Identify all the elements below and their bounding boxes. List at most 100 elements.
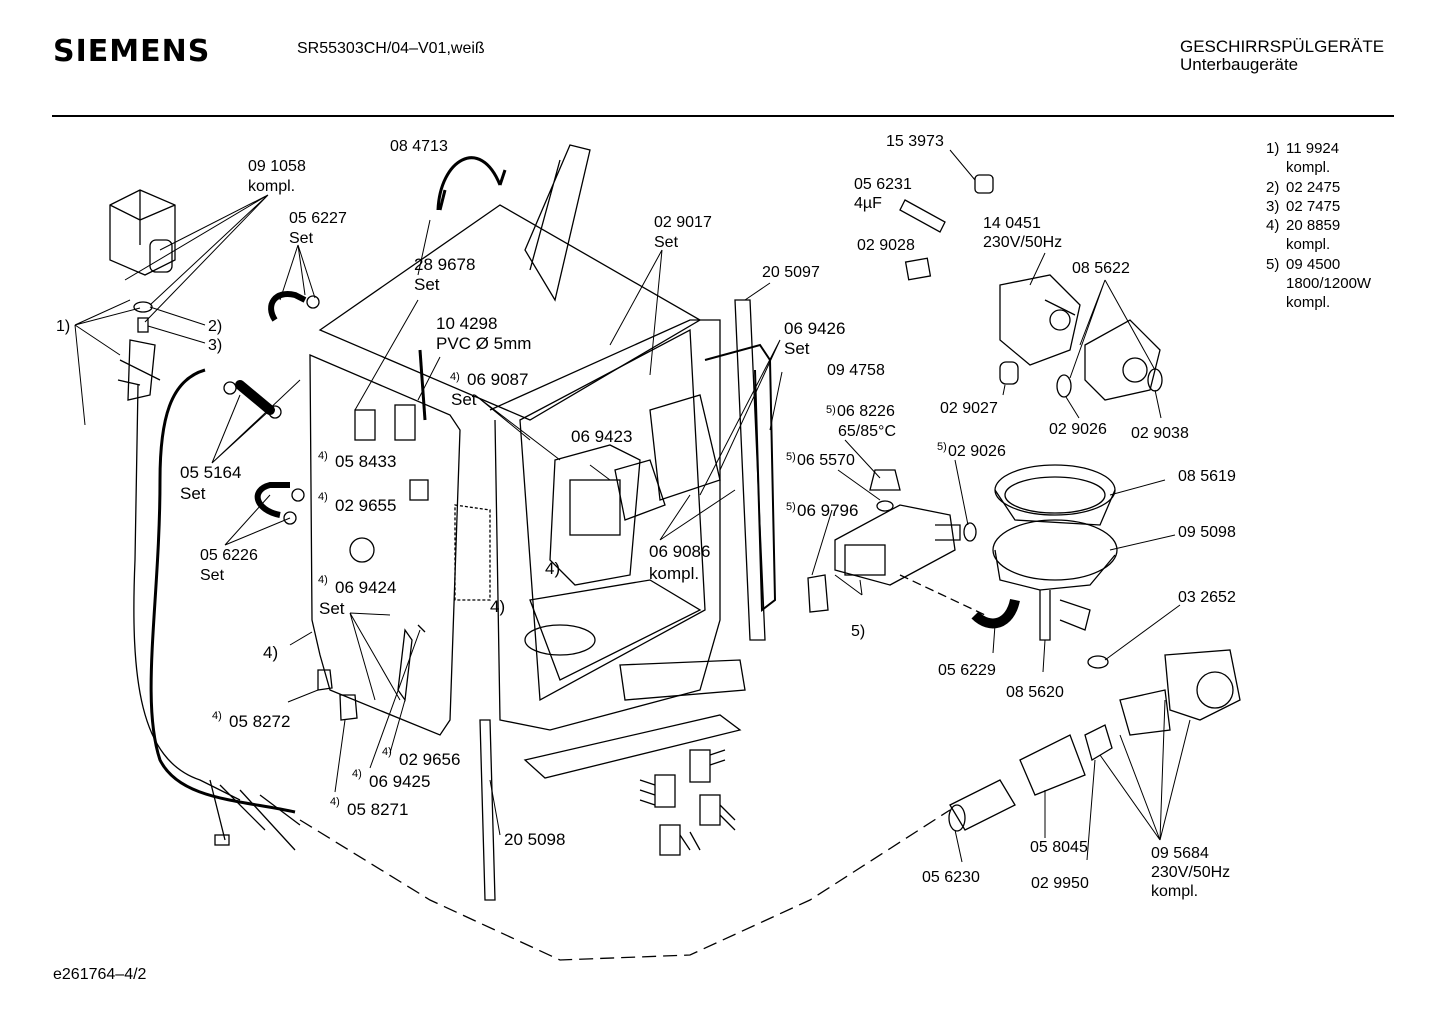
dispenser-frame	[549, 444, 641, 586]
label-069423: 06 9423	[571, 427, 632, 446]
sump-pipes	[1039, 590, 1091, 641]
tub-inner	[519, 328, 706, 702]
filter-085619-inner	[1004, 476, 1106, 514]
connector-dashed	[899, 574, 986, 616]
seal-029026b	[963, 522, 977, 542]
door-panel	[309, 354, 461, 736]
door-hole	[349, 537, 375, 563]
label-032652: 03 2652	[1178, 589, 1236, 606]
aquastop-box	[109, 189, 176, 276]
label-056229: 05 6229	[938, 662, 996, 679]
elbow-056227	[268, 291, 307, 322]
aquastop-valve	[149, 239, 173, 273]
label-029028: 02 9028	[857, 237, 915, 254]
pump-outlet	[1122, 357, 1148, 383]
inlet-valve-coil	[1196, 671, 1234, 709]
label-056231: 05 6231	[854, 176, 912, 193]
label-104298-note: PVC Ø 5mm	[436, 334, 531, 353]
label-029026a: 02 9026	[1049, 421, 1107, 438]
leader-lines	[74, 149, 1191, 863]
heater-block	[834, 504, 956, 586]
dispenser-window	[569, 479, 621, 536]
label-069086-note: kompl.	[649, 564, 699, 583]
filter-085619-body	[994, 489, 1116, 526]
label-056227: 05 6227	[289, 210, 347, 227]
tub-sump	[524, 624, 596, 656]
document-id: e261764–4/2	[53, 966, 147, 983]
label-085619: 08 5619	[1178, 468, 1236, 485]
label-095684-volt: 230V/50Hz	[1151, 864, 1230, 881]
label-069426-note: Set	[784, 339, 810, 358]
category-line-1: GESCHIRRSPÜLGERÄTE	[1180, 37, 1385, 56]
inlet-hose	[149, 368, 296, 814]
label-153973: 15 3973	[886, 133, 944, 150]
door-switch-left	[317, 669, 333, 691]
label-056226: 05 6226	[200, 547, 258, 564]
washer-3	[137, 317, 149, 333]
label-094758: 09 4758	[827, 362, 885, 379]
capacitor-056231	[899, 199, 946, 233]
callout-4c: 4)	[490, 597, 505, 616]
clip-055164a	[223, 381, 237, 395]
switch-069796	[807, 574, 829, 613]
label-068226-note: 5)	[826, 404, 836, 416]
elbow-056226	[254, 482, 290, 518]
legend-item: 2)02 2475	[1266, 178, 1371, 197]
bottom-rail-205098	[479, 719, 496, 901]
seal-065570	[876, 500, 894, 512]
label-069086: 06 9086	[649, 542, 710, 561]
clip-056226b	[283, 511, 297, 525]
base-plate-2	[619, 659, 746, 701]
clip-029028	[904, 257, 932, 281]
label-068226: 06 8226	[837, 403, 895, 420]
callout-2: 2)	[208, 318, 222, 335]
label-289678: 28 9678	[414, 255, 475, 274]
door-handle-strip	[418, 349, 427, 421]
callout-3: 3)	[208, 337, 222, 354]
legend-note: kompl.	[1286, 236, 1331, 254]
category-title: GESCHIRRSPÜLGERÄTE Unterbaugeräte	[1180, 38, 1384, 74]
label-069424-note: 4)	[318, 574, 328, 586]
label-058271-note: 4)	[330, 796, 340, 808]
label-069796-note: 5)	[786, 501, 796, 513]
label-104298: 10 4298	[436, 314, 497, 333]
label-056231-note: 4µF	[854, 195, 882, 212]
filter-085619	[994, 464, 1116, 516]
label-029017-note: Set	[654, 234, 679, 251]
door-switch-right	[339, 694, 358, 721]
legend-item: 1)11 9924	[1266, 139, 1371, 158]
label-205098: 20 5098	[504, 830, 565, 849]
label-069424: 06 9424	[335, 578, 396, 597]
dispenser-flap	[614, 459, 666, 521]
label-069426: 06 9426	[784, 319, 845, 338]
cable-plug	[214, 834, 230, 846]
gasket-029026a	[1056, 374, 1072, 398]
label-084713: 08 4713	[390, 138, 448, 155]
label-069424-set: Set	[319, 599, 345, 618]
legend-num: 4)	[1266, 217, 1280, 235]
legend-item: 4)20 8859	[1266, 216, 1371, 235]
legend-num: 3)	[1266, 197, 1280, 215]
label-065570: 06 5570	[797, 452, 855, 469]
power-cable	[133, 384, 241, 801]
bearing-029027	[999, 361, 1019, 385]
cable-ends	[209, 779, 301, 851]
callout-4a: 4)	[263, 643, 278, 662]
label-029027: 02 9027	[940, 400, 998, 417]
tub-floor	[529, 579, 702, 681]
label-029950: 02 9950	[1031, 875, 1089, 892]
connector-058045	[1019, 734, 1086, 796]
thermostat-068226	[869, 469, 901, 491]
label-069087-set: Set	[451, 390, 477, 409]
label-056230: 05 6230	[922, 869, 980, 886]
motor-140451	[999, 274, 1081, 366]
label-058045: 05 8045	[1030, 839, 1088, 856]
door-latch	[409, 479, 429, 501]
label-069087: 06 9087	[467, 370, 528, 389]
legend-item: 5)09 4500	[1266, 255, 1371, 274]
clip-056227	[306, 295, 320, 309]
label-095684-note: kompl.	[1151, 883, 1198, 900]
door-label-2	[394, 404, 416, 441]
hose-route-dashed	[299, 809, 951, 961]
label-058433-note: 4)	[318, 450, 328, 462]
